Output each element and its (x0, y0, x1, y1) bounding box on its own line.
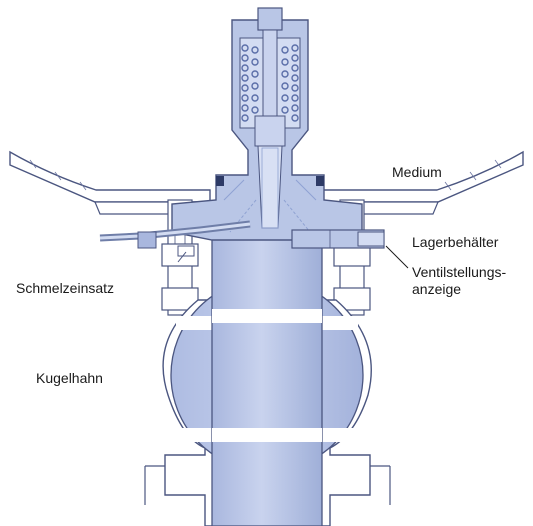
label-ventilstellungsanzeige-line1: Ventilstellungs- (412, 264, 507, 280)
gasket (316, 176, 324, 186)
fusible-plug (137, 231, 157, 249)
label-medium: Medium (392, 164, 442, 180)
pipe (211, 231, 323, 526)
label-ventilstellungsanzeige: Ventilstellungs- anzeige (412, 264, 506, 298)
nut (333, 287, 371, 311)
nut (161, 287, 199, 311)
label-ventilstellungsanzeige-line2: anzeige (412, 281, 462, 297)
spring (241, 44, 299, 122)
leader-line (385, 245, 409, 269)
tank-wall (9, 150, 211, 203)
label-schmelzeinsatz: Schmelzeinsatz (16, 280, 115, 296)
label-lagerbehaelter: Lagerbehälter (412, 234, 499, 250)
stem-cap (257, 7, 283, 31)
label-kugelhahn: Kugelhahn (36, 370, 103, 386)
gasket (216, 176, 224, 186)
